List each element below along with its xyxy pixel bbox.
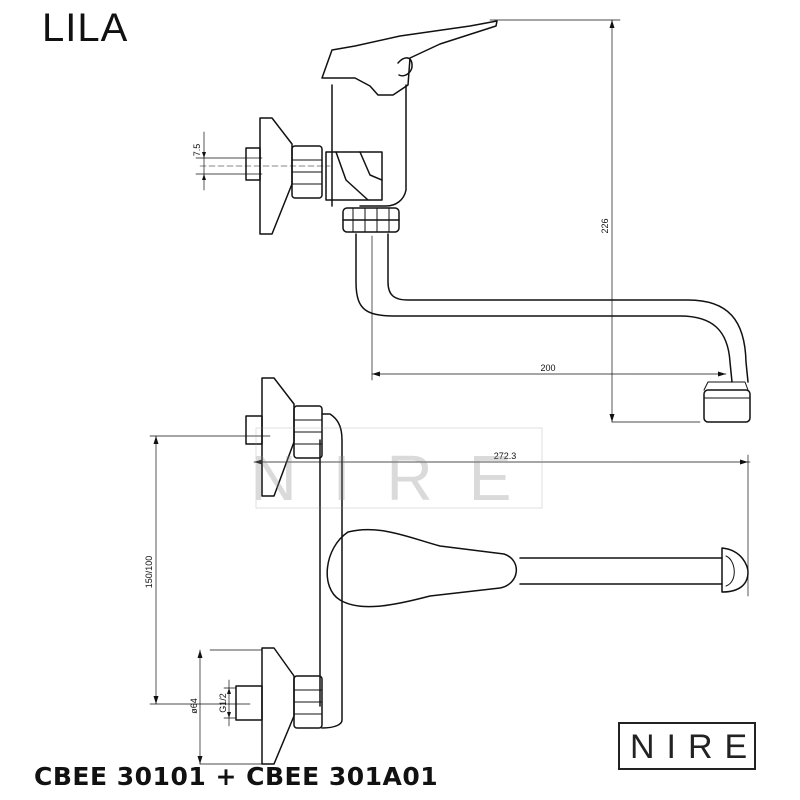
spout-nut-facets bbox=[352, 207, 390, 233]
connector-thread-upper bbox=[245, 415, 263, 445]
dim-272-3: 272.3 bbox=[494, 451, 517, 461]
cartridge-body bbox=[331, 84, 407, 207]
side-view bbox=[199, 20, 751, 423]
lever-top-view bbox=[326, 528, 517, 608]
dim-64: ø64 bbox=[189, 698, 199, 714]
wall-rose-top bbox=[259, 117, 293, 235]
lever-handle-detail bbox=[397, 57, 413, 77]
product-title: LILA bbox=[42, 6, 129, 50]
dim-200: 200 bbox=[540, 363, 555, 373]
aerator-lines bbox=[703, 381, 751, 399]
spout-pipe-inner bbox=[387, 233, 749, 383]
aerator bbox=[703, 389, 751, 423]
dim-g1-2: G1/2 bbox=[218, 693, 228, 713]
wall-rose-lower bbox=[261, 647, 295, 765]
dimension-arrows bbox=[153, 20, 748, 764]
mixer-body-outline bbox=[321, 413, 343, 729]
watermark: NIRE bbox=[251, 427, 548, 514]
spout-end-inner bbox=[725, 555, 735, 587]
spout-end-top-view bbox=[721, 547, 749, 593]
dim-150-100: 150/100 bbox=[144, 556, 154, 589]
spout-top-view bbox=[519, 557, 723, 585]
connector-nut-lower-facets bbox=[293, 689, 323, 715]
body-hex-facet bbox=[335, 151, 383, 201]
connector-nut-facets bbox=[291, 159, 323, 185]
dim-7-5: 7.5 bbox=[192, 144, 202, 157]
dimension-lines bbox=[149, 19, 751, 765]
top-view bbox=[235, 377, 749, 765]
connector-nut-upper-facets bbox=[293, 419, 323, 445]
body-hex bbox=[325, 151, 383, 201]
product-codes: CBEE 30101 + CBEE 301A01 bbox=[34, 762, 439, 791]
spout-pipe bbox=[355, 233, 733, 383]
connector-thread-lower bbox=[235, 685, 263, 721]
connector-thread-top bbox=[245, 147, 261, 181]
brand-logo-text: NIRE bbox=[630, 728, 760, 766]
watermark-text: NIRE bbox=[251, 442, 548, 514]
dim-226: 226 bbox=[600, 218, 610, 233]
brand-logo: NIRE bbox=[618, 722, 756, 770]
lever-handle bbox=[321, 20, 498, 96]
